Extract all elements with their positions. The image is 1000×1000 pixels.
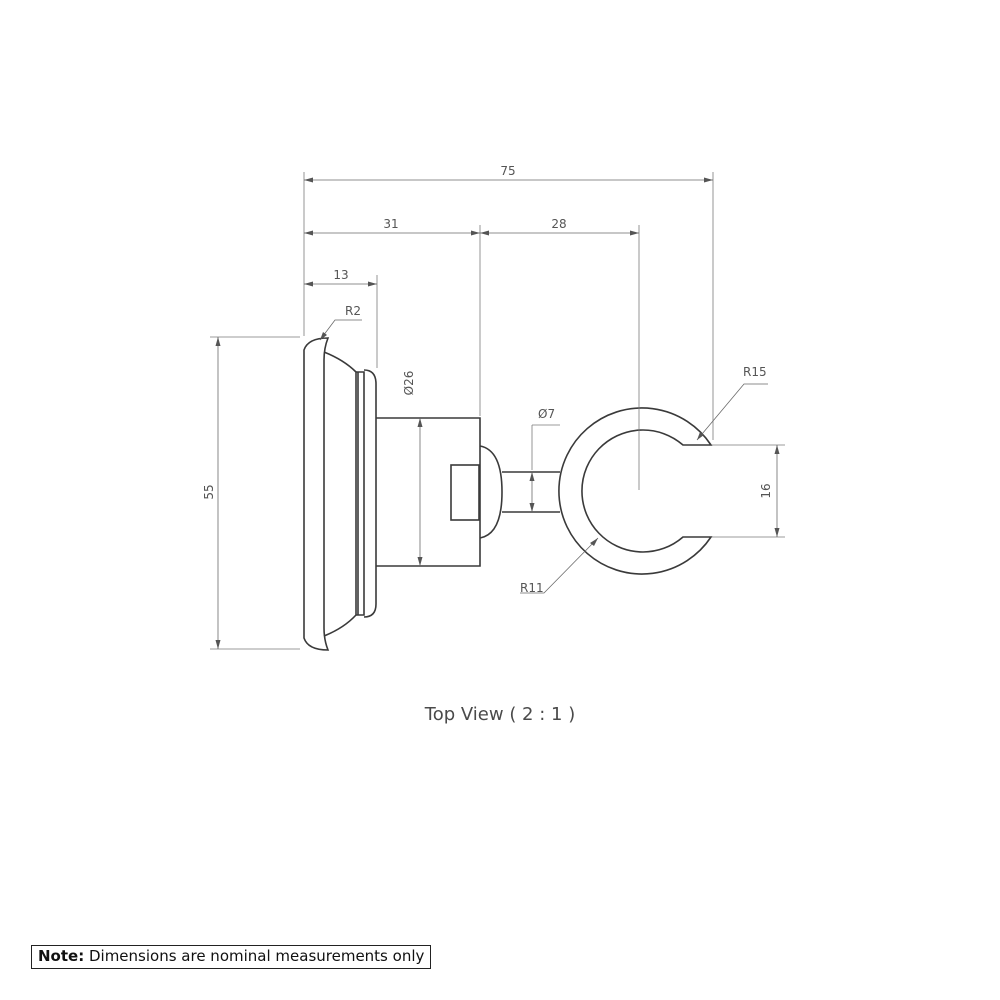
base-flange	[303, 337, 330, 651]
flange-taper	[323, 351, 357, 637]
ball-insert	[450, 464, 480, 521]
dim-stem-diameter: Ø7	[538, 407, 555, 421]
dimension-labels: 75 31 28 13 R2 R15 R11 Ø7 Ø26 55 16	[202, 164, 773, 595]
dim-flange-radius: R2	[345, 304, 361, 318]
dimension-lines	[215, 177, 780, 649]
dim-inner-radius: R11	[520, 581, 544, 595]
dim-neck-diameter: Ø26	[402, 371, 416, 396]
dim-neck-to-center: 28	[551, 217, 566, 231]
stem	[502, 471, 560, 513]
view-caption: Top View ( 2 : 1 )	[424, 704, 576, 725]
dim-flange-width: 13	[333, 268, 348, 282]
collar	[356, 369, 377, 618]
note-text: Dimensions are nominal measurements only	[84, 947, 425, 965]
note-label: Note:	[38, 947, 85, 965]
dim-base-to-neck: 31	[383, 217, 398, 231]
ball-joint	[479, 445, 503, 539]
note-box: Note: Dimensions are nominal measurement…	[31, 945, 432, 969]
dim-base-height: 55	[202, 484, 216, 499]
extension-lines	[210, 172, 785, 650]
part-outline	[303, 337, 713, 651]
dim-outer-radius: R15	[743, 365, 767, 379]
neck-block	[376, 417, 481, 567]
dim-opening-width: 16	[759, 483, 773, 498]
clip-ring	[558, 407, 713, 575]
dim-overall-length: 75	[500, 164, 515, 178]
